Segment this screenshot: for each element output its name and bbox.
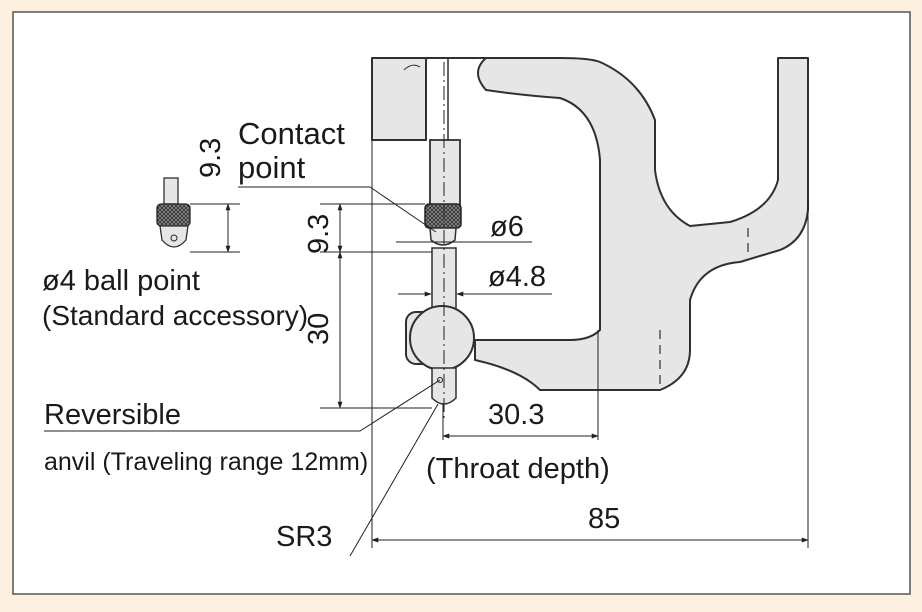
dim-text-phi4-8: ø4.8 [488, 261, 546, 293]
anvil-ball-mark [437, 377, 443, 383]
leader-sr3 [349, 403, 439, 557]
label-anvil-range: anvil (Traveling range 12mm) [44, 448, 368, 476]
dim-text-30-3: 30.3 [488, 399, 544, 431]
label-ball-point-1: ø4 ball point [42, 265, 200, 297]
micrometer-frame [371, 57, 809, 391]
label-contact-point-2: point [238, 150, 306, 185]
spindle [429, 139, 461, 206]
dim-text-30: 30 [303, 313, 335, 345]
drawing-panel [12, 11, 911, 595]
leader-contact-point [238, 186, 437, 233]
label-ball-point-2: (Standard accessory) [42, 300, 308, 331]
contact-knurl [424, 203, 462, 229]
dim-text-85: 85 [588, 503, 620, 535]
label-contact-point-1: Contact [238, 116, 345, 151]
dim-text-phi6: ø6 [490, 211, 524, 243]
leader-reversible-anvil [44, 379, 441, 432]
ball-point-accessory [156, 177, 191, 248]
dim-text-9-3-accessory: 9.3 [195, 138, 227, 178]
anvil-knob [409, 305, 475, 371]
label-sr3: SR3 [276, 521, 332, 553]
frame-hidden-line [403, 64, 421, 71]
contact-tip [429, 227, 457, 246]
dim-text-9-3-contact: 9.3 [303, 214, 335, 254]
label-throat-depth: (Throat depth) [426, 453, 610, 485]
label-reversible: Reversible [44, 399, 181, 431]
